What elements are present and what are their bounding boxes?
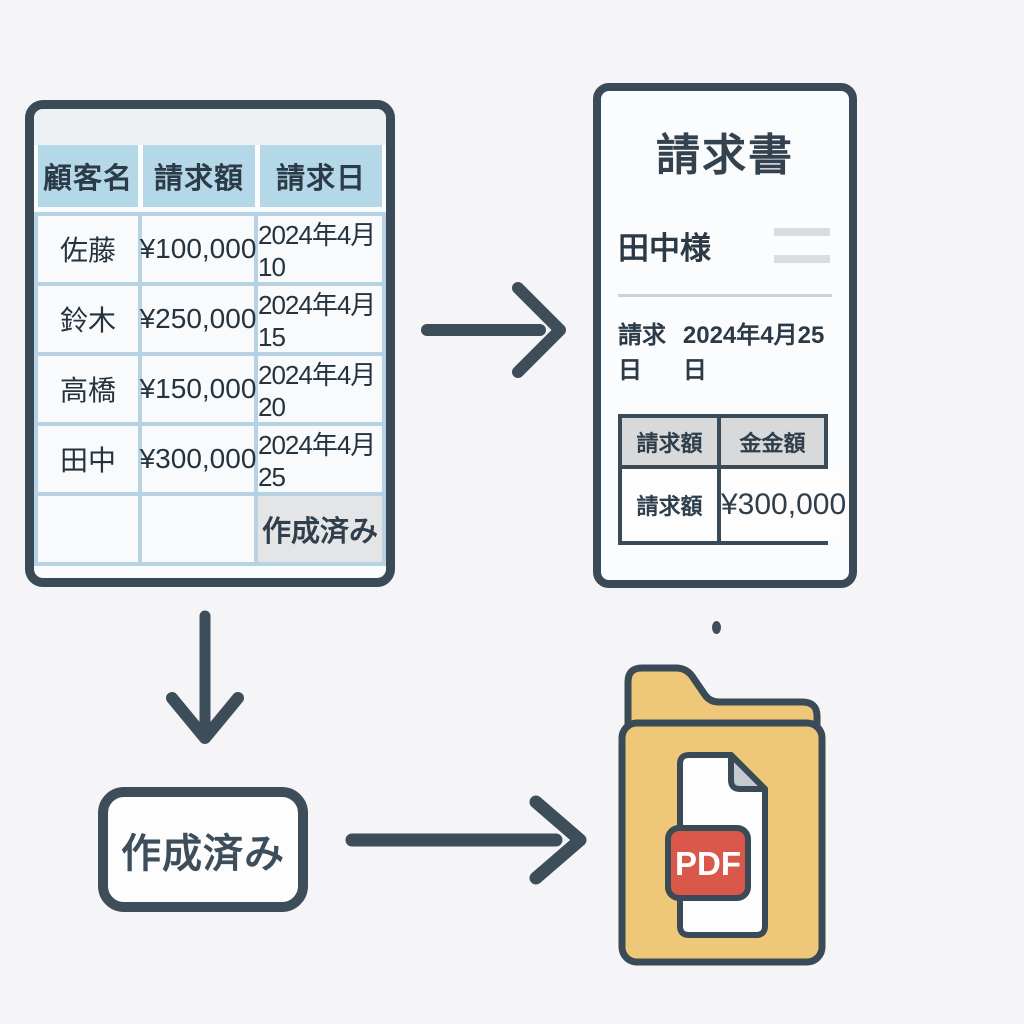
placeholder-line <box>774 228 830 236</box>
table-cell-name: 田中 <box>38 426 138 492</box>
invoice-amount-table: 請求額 金金額 請求額 ¥300,000 <box>618 414 847 545</box>
table-body: 佐藤 ¥100,000 2024年4月10 鈴木 ¥250,000 2024年4… <box>34 212 386 566</box>
invoice-table-cell-amount: ¥300,000 <box>717 469 847 541</box>
invoice-divider <box>618 294 832 297</box>
table-cell-name: 佐藤 <box>38 216 138 282</box>
invoice-table-body-row: 請求額 ¥300,000 <box>622 469 847 541</box>
table-cell-date: 2024年4月15 <box>258 286 382 352</box>
invoice-table-header-1: 請求額 <box>622 418 717 469</box>
pdf-badge-label: PDF <box>675 845 741 882</box>
table-header-amount: 請求額 <box>143 145 255 207</box>
table-cell-date: 2024年4月20 <box>258 356 382 422</box>
table-cell-amount: ¥150,000 <box>140 356 256 422</box>
table-cell-date: 2024年4月25 <box>258 426 382 492</box>
invoice-table-header-2: 金金額 <box>717 418 824 469</box>
table-cell-name: 高橋 <box>38 356 138 422</box>
placeholder-line <box>774 255 830 263</box>
table-cell-amount: ¥250,000 <box>140 286 256 352</box>
invoice-table-header-row: 請求額 金金額 <box>622 418 824 469</box>
arrow-table-to-invoice-icon <box>421 282 566 378</box>
status-badge-label: 作成済み <box>121 831 285 876</box>
customer-invoice-table: 顧客名 請求額 請求日 佐藤 ¥100,000 2024年4月10 鈴木 ¥25… <box>25 100 395 587</box>
invoice-recipient-row: 田中様 <box>618 223 832 268</box>
invoice-table-cell-label: 請求額 <box>622 469 717 541</box>
invoice-title: 請求書 <box>656 131 794 180</box>
table-cell-name: 鈴木 <box>38 286 138 352</box>
table-cell-empty <box>142 496 254 562</box>
invoice-document: 請求書 田中様 請求日 2024年4月25日 請求額 金金額 請求額 ¥300,… <box>593 83 857 588</box>
table-header-customer: 顧客名 <box>38 145 138 207</box>
table-cell-empty <box>38 496 138 562</box>
table-cell-amount: ¥100,000 <box>140 216 256 282</box>
invoice-recipient: 田中様 <box>618 231 711 266</box>
table-top-strip <box>34 109 386 145</box>
table-header-row: 顧客名 請求額 請求日 <box>34 145 386 207</box>
invoice-date-label: 請求日 <box>618 322 666 384</box>
arrow-status-to-pdf-icon <box>345 795 587 885</box>
table-cell-amount: ¥300,000 <box>140 426 256 492</box>
pdf-folder-icon: PDF <box>618 664 826 966</box>
pdf-badge-shape <box>665 825 751 901</box>
table-cell-date: 2024年4月10 <box>258 216 382 282</box>
invoice-date-value: 2024年4月25日 <box>682 322 825 384</box>
document-fold-corner <box>728 752 768 792</box>
table-cell-status: 作成済み <box>258 496 382 562</box>
table-header-date: 請求日 <box>260 145 382 207</box>
placeholder-lines <box>774 228 832 263</box>
decorative-dot <box>712 621 721 634</box>
status-badge: 作成済み <box>98 787 308 912</box>
invoice-date-row: 請求日 2024年4月25日 <box>618 315 832 385</box>
arrow-table-to-status-icon <box>166 610 244 744</box>
